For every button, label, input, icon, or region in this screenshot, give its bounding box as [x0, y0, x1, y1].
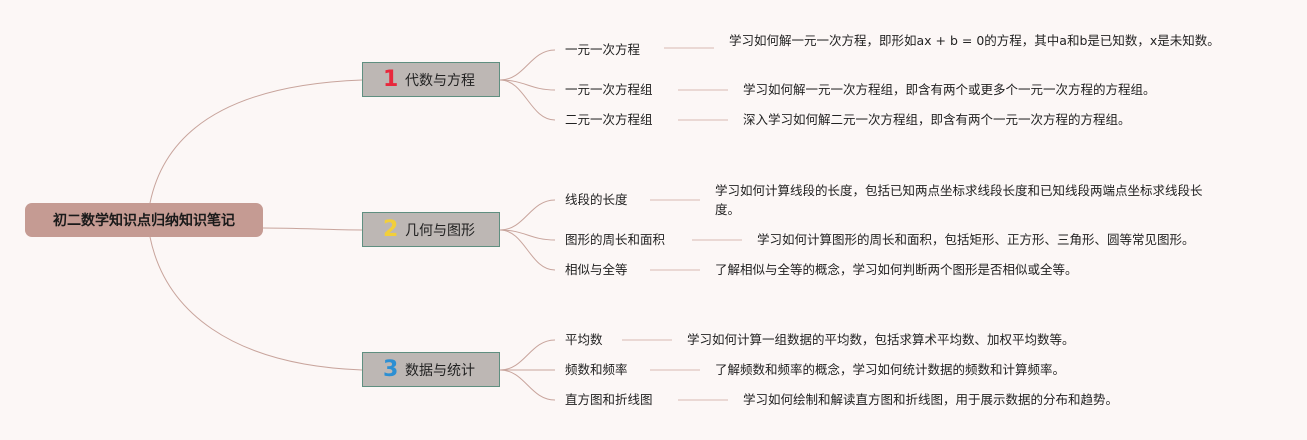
link-b1-l3 — [499, 79, 556, 121]
link-root-branch-2 — [262, 227, 363, 231]
leaf-description: 学习如何计算一组数据的平均数，包括求算术平均数、加权平均数等。 — [687, 332, 1075, 347]
leaf-linear-equation-system[interactable]: 一元一次方程组 — [565, 82, 653, 97]
leaf-description: 学习如何计算图形的周长和面积，包括矩形、正方形、三角形、圆等常见图形。 — [757, 232, 1195, 247]
leaf-description: 了解相似与全等的概念，学习如何判断两个图形是否相似或全等。 — [715, 262, 1078, 277]
root-label: 初二数学知识点归纳知识笔记 — [53, 213, 235, 229]
branch-node-algebra[interactable]: 1 代数与方程 — [362, 62, 500, 97]
number-badge-3: 3 — [383, 357, 399, 382]
number-badge-2: 2 — [383, 217, 399, 242]
branch-node-statistics[interactable]: 3 数据与统计 — [362, 352, 500, 387]
leaf-description: 学习如何解一元一次方程，即形如ax + b = 0的方程，其中a和b是已知数，x… — [729, 33, 1220, 48]
number-badge-1: 1 — [383, 67, 399, 92]
leaf-description: 学习如何计算线段的长度，包括已知两点坐标求线段长度和已知线段两端点坐标求线段长度… — [715, 183, 1203, 217]
link-b3-l3 — [499, 369, 556, 401]
root-node[interactable]: 初二数学知识点归纳知识笔记 — [25, 203, 263, 237]
leaf-description: 深入学习如何解二元一次方程组，即含有两个一元一次方程的方程组。 — [743, 112, 1131, 127]
leaf-description: 了解频数和频率的概念，学习如何统计数据的频数和计算频率。 — [715, 362, 1066, 377]
link-b2-l1 — [499, 199, 556, 231]
leaf-histogram-linechart[interactable]: 直方图和折线图 — [565, 392, 653, 407]
leaf-description: 学习如何解一元一次方程组，即含有两个或更多个一元一次方程的方程组。 — [743, 82, 1156, 97]
leaf-description: 学习如何绘制和解读直方图和折线图，用于展示数据的分布和趋势。 — [743, 392, 1119, 407]
leaf-perimeter-area[interactable]: 图形的周长和面积 — [565, 232, 666, 247]
link-root-branch-3 — [149, 236, 363, 371]
leaf-frequency[interactable]: 频数和频率 — [565, 362, 628, 377]
link-b2-l3 — [499, 229, 556, 271]
branch-label: 代数与方程 — [405, 72, 475, 89]
link-b1-l1 — [499, 49, 556, 81]
link-b3-l1 — [499, 339, 556, 371]
link-root-branch-1 — [149, 79, 363, 204]
branch-label: 数据与统计 — [405, 362, 475, 379]
branch-node-geometry[interactable]: 2 几何与图形 — [362, 212, 500, 247]
branch-label: 几何与图形 — [405, 222, 475, 239]
leaf-mean[interactable]: 平均数 — [565, 332, 603, 347]
leaf-linear-equation[interactable]: 一元一次方程 — [565, 42, 641, 57]
leaf-binary-equation-system[interactable]: 二元一次方程组 — [565, 112, 653, 127]
leaf-segment-length[interactable]: 线段的长度 — [565, 192, 628, 207]
leaf-similarity-congruence[interactable]: 相似与全等 — [565, 262, 628, 277]
